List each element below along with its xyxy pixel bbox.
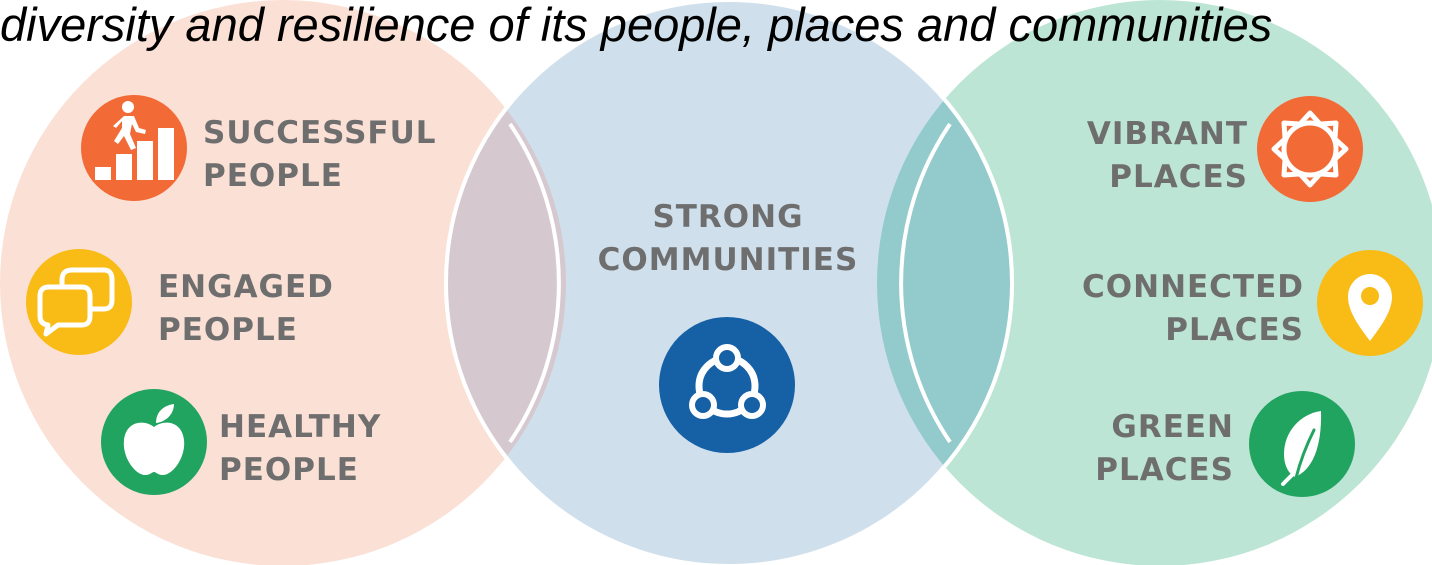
healthy-people-line2: PEOPLE: [219, 452, 359, 488]
stairs-climber-icon: [81, 95, 187, 201]
apple-icon: [101, 389, 207, 495]
leaf-icon: [1249, 391, 1355, 497]
sun-ring-icon: [1257, 96, 1363, 202]
healthy-people-label: HEALTHY PEOPLE: [219, 406, 381, 492]
connected-places-line2: PLACES: [1165, 312, 1304, 348]
map-pin-icon: [1317, 250, 1423, 356]
connected-places-line1: CONNECTED: [1082, 269, 1304, 305]
engaged-people-label: ENGAGED PEOPLE: [158, 266, 334, 352]
people-communities-overlap: [444, 0, 566, 565]
successful-people-line1: SUCCESSFUL: [203, 115, 437, 151]
vibrant-places-label: VIBRANT PLACES: [1030, 113, 1248, 199]
successful-people-label: SUCCESSFUL PEOPLE: [203, 112, 437, 198]
communities-places-overlap: [877, 0, 1014, 565]
engaged-people-line1: ENGAGED: [158, 269, 334, 305]
connected-places-label: CONNECTED PLACES: [1000, 266, 1304, 352]
engaged-people-line2: PEOPLE: [158, 312, 298, 348]
heading-text: diversity and resilience of its people, …: [0, 0, 1273, 51]
healthy-people-line1: HEALTHY: [219, 409, 382, 445]
network-icon: [659, 317, 795, 453]
green-places-line1: GREEN: [1111, 409, 1234, 445]
vibrant-places-line1: VIBRANT: [1086, 116, 1248, 152]
strong-communities-line2: COMMUNITIES: [597, 242, 859, 278]
successful-people-line2: PEOPLE: [203, 158, 343, 194]
strong-communities-label: STRONG COMMUNITIES: [575, 196, 881, 282]
speech-bubbles-icon: [26, 249, 132, 355]
strong-communities-line1: STRONG: [652, 199, 804, 235]
green-places-label: GREEN PLACES: [1030, 406, 1234, 492]
vibrant-places-line2: PLACES: [1109, 159, 1248, 195]
green-places-line2: PLACES: [1095, 452, 1234, 488]
